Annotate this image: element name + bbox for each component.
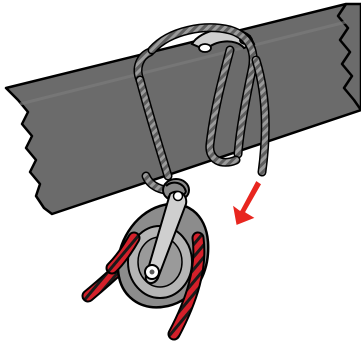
arrow-down-left-icon [232, 180, 262, 226]
